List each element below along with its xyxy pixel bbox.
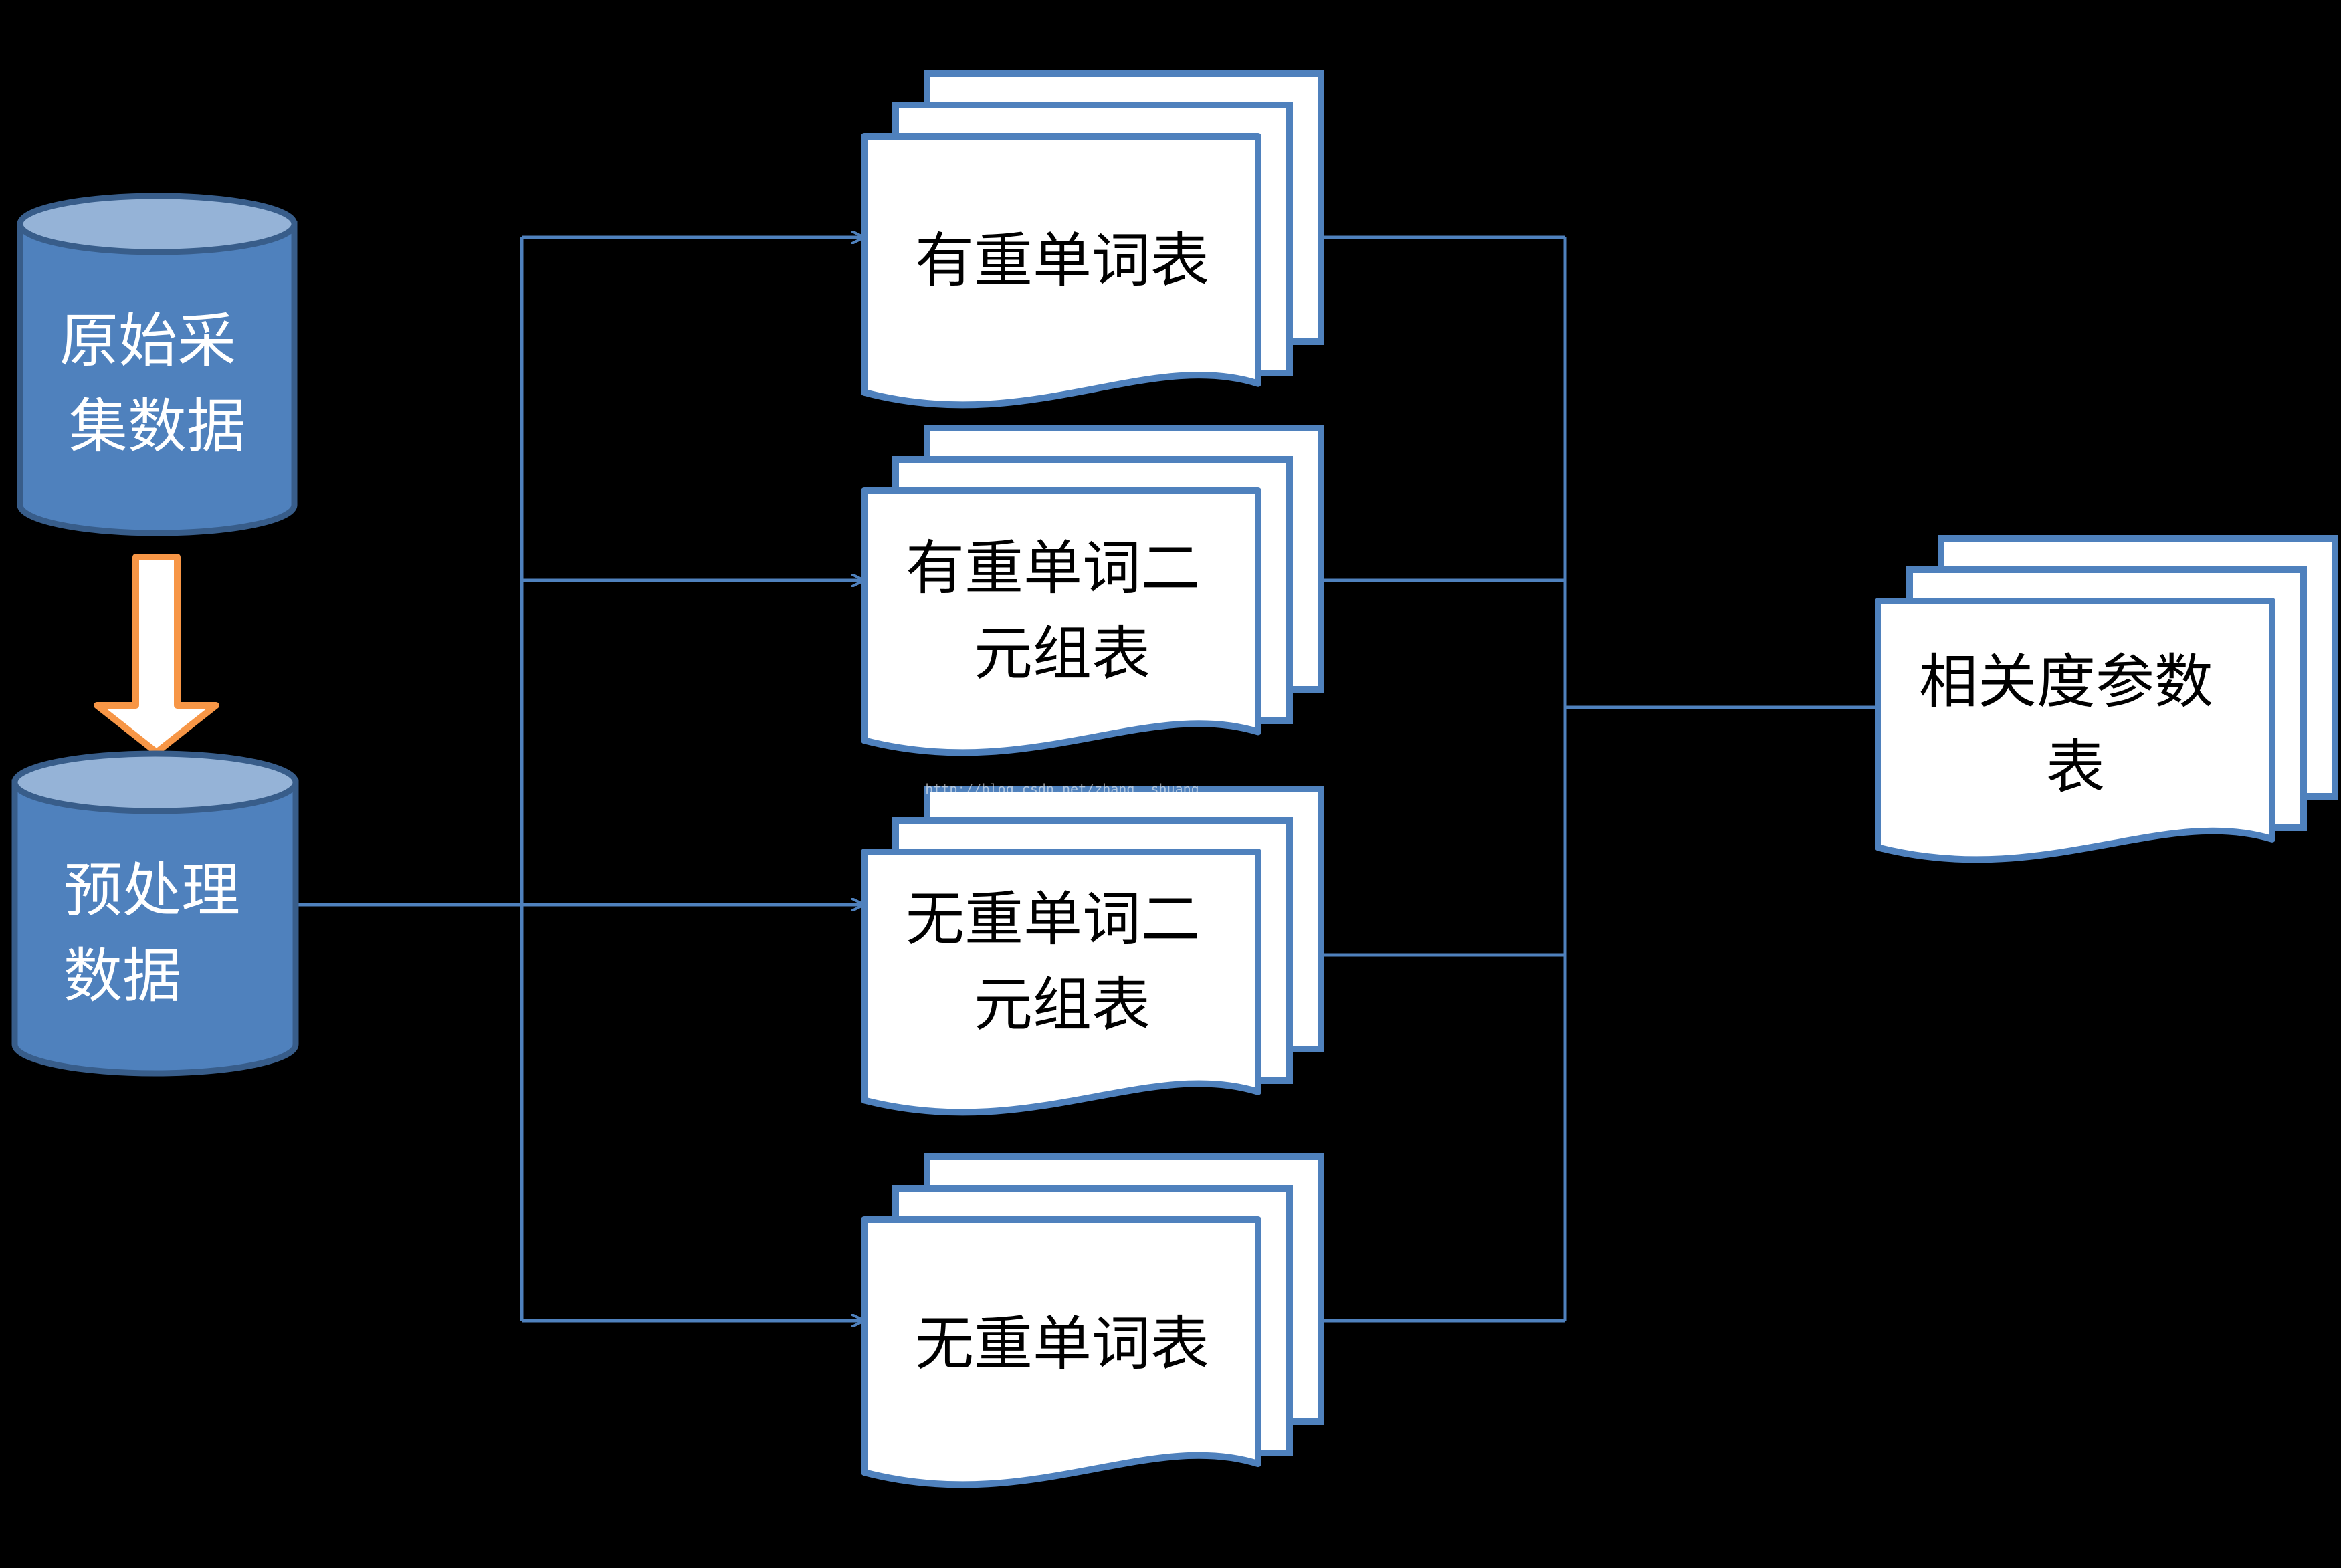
svg-text:原始采 集数据: 原始采 集数据 <box>60 306 255 461</box>
doc-relevance: 相关度参数 表 <box>1875 535 2338 863</box>
weighted-words-label: 有重单词表 <box>915 226 1209 295</box>
document-sheet-front <box>861 849 1261 1116</box>
svg-text:有重单词二 元组表: 有重单词二 元组表 <box>906 534 1219 688</box>
svg-text:预处理 数据: 预处理 数据 <box>64 856 259 1010</box>
preprocessed-label-line-2: 数据 <box>64 941 181 1010</box>
doc-unweighted-words: 无重单词表 <box>861 1153 1324 1488</box>
weighted-pairs-label-line-2: 元组表 <box>974 619 1150 688</box>
raw-data-label-line-2: 集数据 <box>69 392 245 461</box>
document-sheet-front <box>861 1216 1261 1488</box>
doc-weighted-words: 有重单词表 <box>861 70 1324 409</box>
raw-data-label-line-1: 原始采 <box>60 306 236 375</box>
svg-text:有重单词表: 有重单词表 <box>915 226 1209 295</box>
watermark: http://blog.csdn.net/zhang__shuang <box>925 781 1199 797</box>
doc-weighted-pairs: 有重单词二 元组表 <box>861 425 1324 756</box>
unweighted-pairs-label-line-2: 元组表 <box>974 970 1150 1039</box>
unweighted-words-label: 无重单词表 <box>915 1309 1209 1378</box>
cylinder-preprocessed: 预处理 数据 <box>11 750 299 1077</box>
svg-text:无重单词二 元组表: 无重单词二 元组表 <box>906 885 1219 1039</box>
unweighted-pairs-label-line-1: 无重单词二 <box>906 885 1200 954</box>
relevance-label-line-2: 表 <box>2046 733 2105 802</box>
block-arrow-down-icon <box>94 554 219 756</box>
svg-text:无重单词表: 无重单词表 <box>915 1309 1209 1378</box>
weighted-pairs-label-line-1: 有重单词二 <box>906 534 1200 602</box>
document-sheet-front <box>1875 598 2275 863</box>
connectors <box>281 237 1893 1321</box>
cylinder-raw-data: 原始采 集数据 <box>17 193 298 536</box>
document-sheet-front <box>861 487 1261 756</box>
document-sheet-front <box>861 133 1261 409</box>
relevance-label-line-1: 相关度参数 <box>1919 647 2213 716</box>
svg-text:相关度参数 表: 相关度参数 表 <box>1919 647 2232 802</box>
doc-unweighted-pairs: 无重单词二 元组表 <box>861 786 1324 1116</box>
preprocessed-label-line-1: 预处理 <box>64 856 240 925</box>
